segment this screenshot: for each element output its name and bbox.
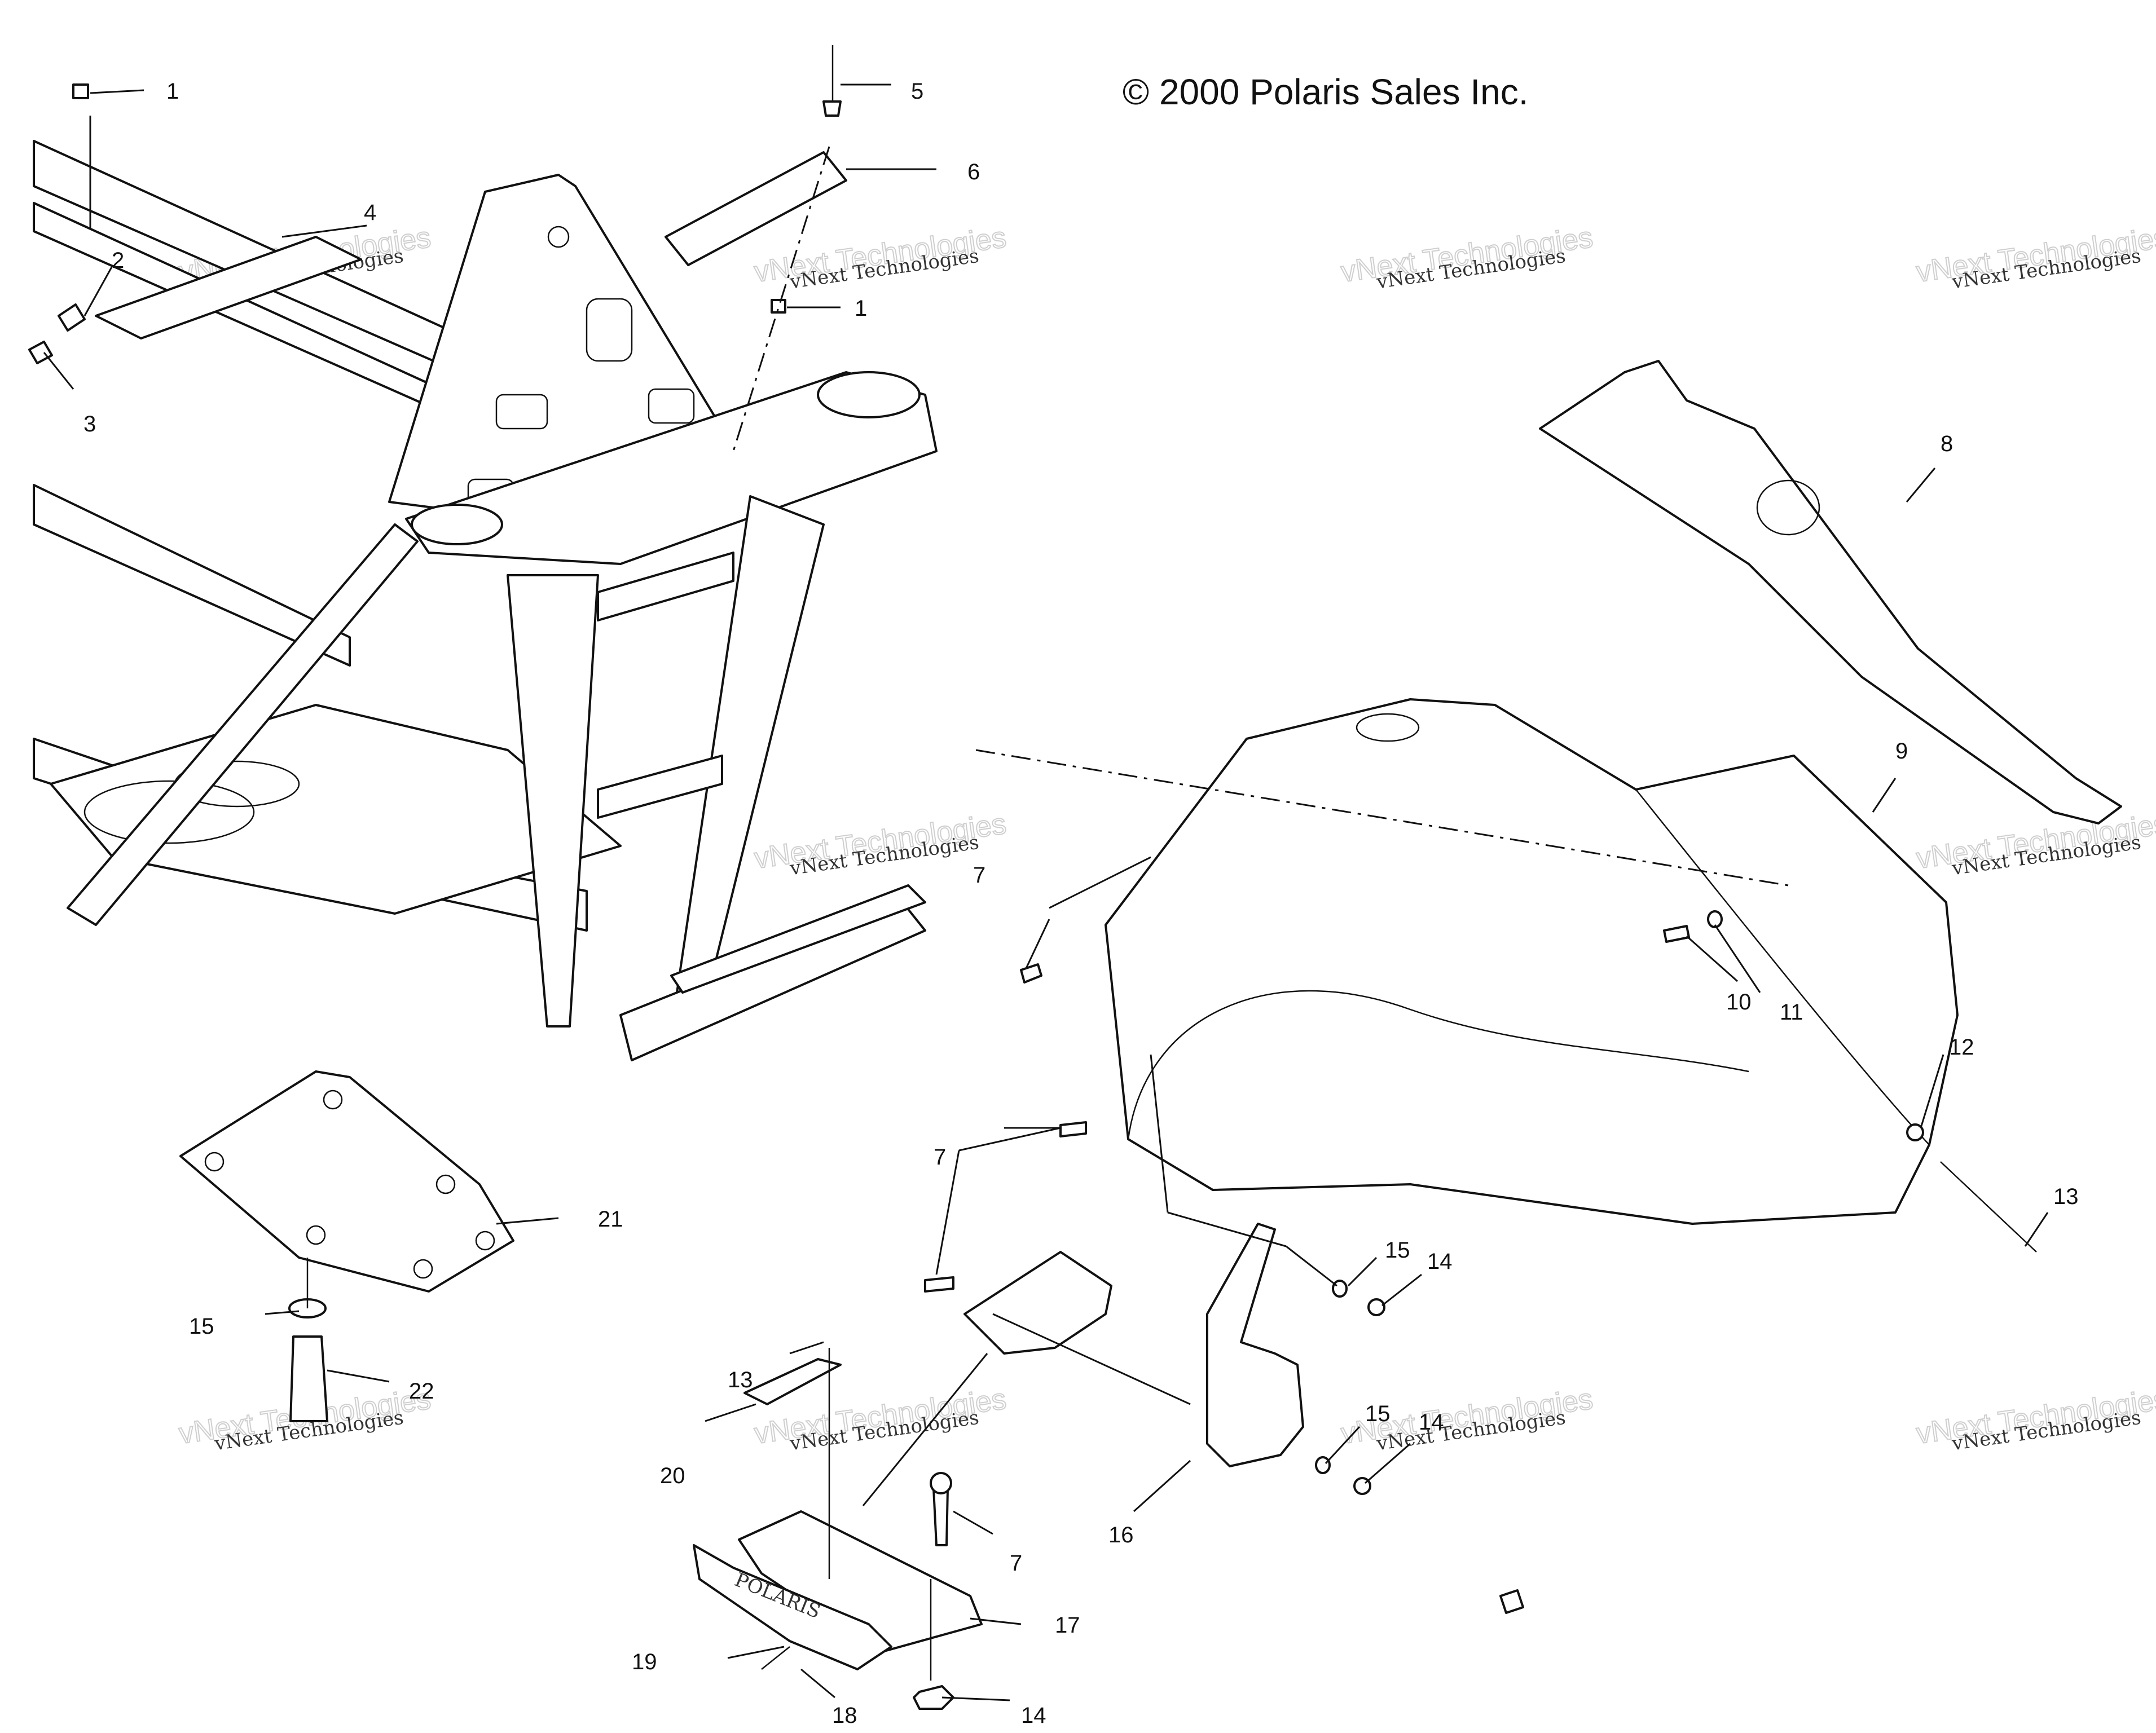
- part-14-nut-b: [1367, 1298, 1385, 1316]
- callout-19: 19: [632, 1650, 657, 1674]
- part-16-mud-flap: [1206, 1223, 1304, 1467]
- part-18-pin: [761, 1646, 790, 1670]
- frame-assembly: [33, 140, 938, 1061]
- callout-18: 18: [832, 1703, 857, 1728]
- part-3-screw: [28, 341, 53, 364]
- part-5-rivet: [822, 100, 842, 117]
- part-12-grommet: [1906, 1123, 1924, 1141]
- part-20-bracket: [743, 1358, 842, 1405]
- callout-11: 11: [1780, 1000, 1803, 1025]
- callout-20: 20: [660, 1463, 685, 1488]
- callout-13: 13: [2053, 1184, 2079, 1209]
- part-7-bolt-c: [924, 1276, 954, 1293]
- skid-plate: [179, 1070, 514, 1293]
- callout-21: 21: [598, 1207, 623, 1232]
- copyright-text: © 2000 Polaris Sales Inc.: [1123, 72, 1529, 112]
- callout-8: 8: [1941, 431, 1953, 456]
- part-2-nut: [58, 303, 86, 332]
- part-8-fender-panel: [1539, 360, 2122, 824]
- callout-14: 14: [1419, 1410, 1444, 1435]
- part-13-cotter: [1499, 1589, 1524, 1614]
- callout-10: 10: [1726, 990, 1752, 1015]
- callout-17: 17: [1055, 1613, 1080, 1638]
- fender-alignment-line: [975, 749, 1789, 887]
- part-bracket: [963, 1251, 1112, 1355]
- callout-labels: 1 1 2 3 4 5 6 7 7 7 8 9 10 11 12 13 13 1…: [83, 79, 2079, 1728]
- callout-14: 14: [1021, 1703, 1046, 1728]
- callout-5: 5: [911, 79, 923, 104]
- callout-6: 6: [967, 160, 980, 184]
- part-1-clip-b: [771, 299, 786, 314]
- fastener-parts: [28, 45, 847, 452]
- callout-4: 4: [364, 200, 376, 225]
- part-7-bolt-b: [1059, 1121, 1087, 1137]
- part-14-nut-a: [913, 1685, 954, 1710]
- callout-3: 3: [83, 412, 96, 436]
- callout-7: 7: [1010, 1551, 1022, 1576]
- callout-15: 15: [1365, 1401, 1391, 1426]
- part-15-washer-b: [1332, 1280, 1348, 1298]
- part-6-plate: [665, 151, 847, 266]
- callout-14: 14: [1427, 1249, 1453, 1274]
- callout-16: 16: [1108, 1523, 1134, 1547]
- part-22-bolt: [289, 1335, 328, 1422]
- part-1-clip: [72, 83, 89, 99]
- callout-12: 12: [1949, 1035, 1974, 1060]
- callout-15: 15: [189, 1314, 214, 1339]
- callout-22: 22: [409, 1379, 434, 1404]
- callout-15: 15: [1385, 1238, 1410, 1263]
- part-11-washer: [1707, 910, 1723, 928]
- callout-13: 13: [728, 1368, 753, 1392]
- callout-1: 1: [166, 79, 179, 104]
- part-9-front-fender: [1105, 698, 1959, 1225]
- part-15-washer-c: [1315, 1456, 1331, 1474]
- callout-7: 7: [934, 1145, 946, 1170]
- part-17-footrest: [738, 1510, 983, 1653]
- callout-1: 1: [855, 296, 867, 321]
- callout-7: 7: [973, 863, 985, 888]
- part-7-bolt-d: [932, 1488, 949, 1546]
- part-19-footrest-pad: [693, 1544, 892, 1670]
- callout-2: 2: [112, 248, 124, 273]
- callout-9: 9: [1895, 739, 1908, 764]
- leader-lines: [43, 83, 2049, 1701]
- part-7-bolt-a: [1020, 963, 1042, 984]
